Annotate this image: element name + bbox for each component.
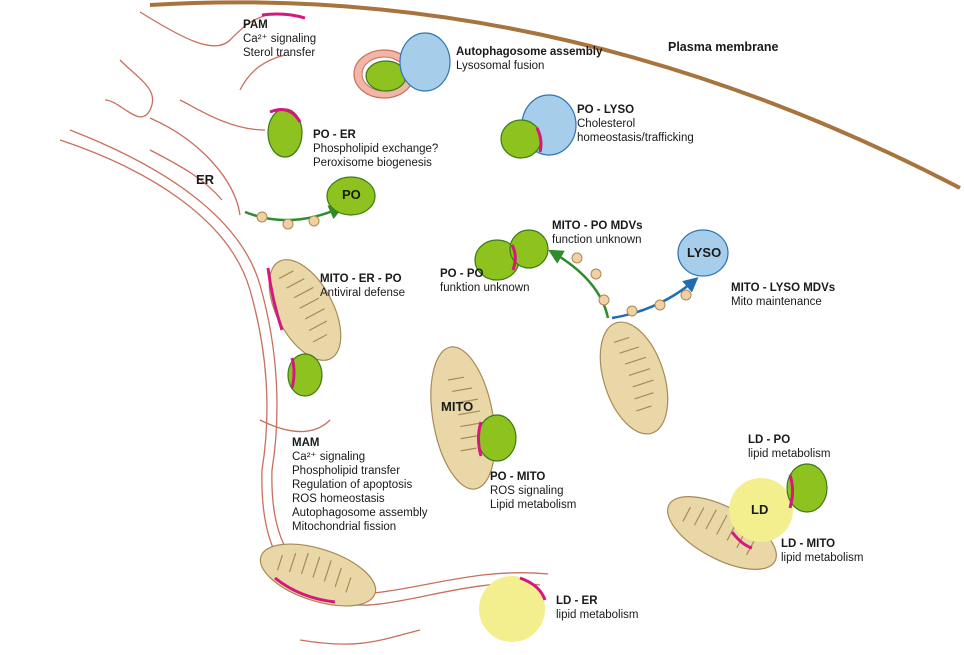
- pam-caption: PAM Ca²⁺ signaling Sterol transfer: [243, 18, 316, 60]
- po-mito-line: ROS signaling: [490, 485, 564, 497]
- ld-label: LD: [751, 502, 769, 517]
- mam-line: Regulation of apoptosis: [292, 479, 413, 491]
- po-mito-caption: PO - MITO ROS signaling Lipid metabolism: [490, 470, 576, 512]
- po-po-caption: PO - PO funktion unknown: [440, 267, 530, 295]
- ld-po-line: lipid metabolism: [748, 448, 831, 460]
- pam-title: PAM: [243, 19, 268, 31]
- po-label: PO: [342, 187, 361, 202]
- po-po-title: PO - PO: [440, 268, 484, 280]
- po-er-line: Phospholipid exchange?: [313, 143, 439, 155]
- autophagosome-group: [353, 32, 451, 99]
- mito-lyso-mdv-caption: MITO - LYSO MDVs Mito maintenance: [731, 281, 835, 309]
- po-mito-line: Lipid metabolism: [490, 499, 577, 511]
- po-lyso-line: Cholesterol: [577, 118, 636, 130]
- plasma-membrane-label: Plasma membrane: [668, 40, 779, 54]
- autophagosome-title: Autophagosome assembly: [456, 46, 603, 58]
- po-er-title: PO - ER: [313, 129, 356, 141]
- ld-po-mito-group: [667, 463, 828, 570]
- ld-mito-title: LD - MITO: [781, 538, 836, 550]
- po-er-group: [267, 108, 303, 158]
- mito-lyso-mdv-title: MITO - LYSO MDVs: [731, 282, 836, 294]
- er-label: ER: [196, 172, 215, 187]
- mam-line: ROS homeostasis: [292, 493, 385, 505]
- po-lyso-line: homeostasis/trafficking: [577, 132, 694, 144]
- mito-label: MITO: [441, 399, 474, 414]
- autophagosome-caption: Autophagosome assembly Lysosomal fusion: [456, 45, 602, 73]
- po-er-caption: PO - ER Phospholipid exchange? Peroxisom…: [313, 128, 438, 170]
- mam-line: Autophagosome assembly: [292, 507, 428, 519]
- po-po-group: [474, 229, 549, 281]
- ld-er-group: [479, 576, 547, 642]
- ld-mito-line: lipid metabolism: [781, 552, 864, 564]
- po-lyso-group: [500, 94, 577, 159]
- po-po-line: funktion unknown: [440, 282, 530, 294]
- ld-er-title: LD - ER: [556, 595, 598, 607]
- mam-caption: MAM Ca²⁺ signaling Phospholipid transfer…: [292, 436, 428, 534]
- mam-line: Mitochondrial fission: [292, 521, 397, 533]
- mito-po-mdv-title: MITO - PO MDVs: [552, 220, 643, 232]
- mdv-paths: [548, 229, 729, 435]
- plasma-membrane: [149, 0, 961, 190]
- po-mito-title: PO - MITO: [490, 471, 546, 483]
- po-lyso-caption: PO - LYSO Cholesterol homeostasis/traffi…: [577, 103, 694, 145]
- po-er-line: Peroxisome biogenesis: [313, 157, 432, 169]
- ld-mito-caption: LD - MITO lipid metabolism: [781, 537, 863, 565]
- mam-line: Ca²⁺ signaling: [292, 451, 366, 463]
- ld-po-caption: LD - PO lipid metabolism: [748, 433, 830, 461]
- autophagosome-line: Lysosomal fusion: [456, 60, 545, 72]
- mito-po-mdv-caption: MITO - PO MDVs function unknown: [552, 219, 643, 247]
- pam-line: Sterol transfer: [243, 47, 316, 59]
- mito-er-po-line: Antiviral defense: [320, 287, 406, 299]
- po-budding-path: [244, 176, 376, 230]
- pam-line: Ca²⁺ signaling: [243, 33, 317, 45]
- ld-po-title: LD - PO: [748, 434, 791, 446]
- lyso-label: LYSO: [687, 245, 722, 260]
- mam-mito-group: [259, 543, 377, 607]
- ld-er-caption: LD - ER lipid metabolism: [556, 594, 638, 622]
- po-lyso-title: PO - LYSO: [577, 104, 635, 116]
- mam-line: Phospholipid transfer: [292, 465, 401, 477]
- pam-contact: [261, 12, 306, 20]
- mito-po-mdv-line: function unknown: [552, 234, 642, 246]
- mito-er-po-title: MITO - ER - PO: [320, 273, 402, 285]
- po-mito-group: [430, 346, 517, 490]
- ld-er-line: lipid metabolism: [556, 609, 639, 621]
- mito-lyso-mdv-line: Mito maintenance: [731, 296, 822, 308]
- mam-title: MAM: [292, 437, 320, 449]
- mito-er-po-caption: MITO - ER - PO Antiviral defense: [320, 272, 405, 300]
- mito-er-po-group: [266, 259, 342, 397]
